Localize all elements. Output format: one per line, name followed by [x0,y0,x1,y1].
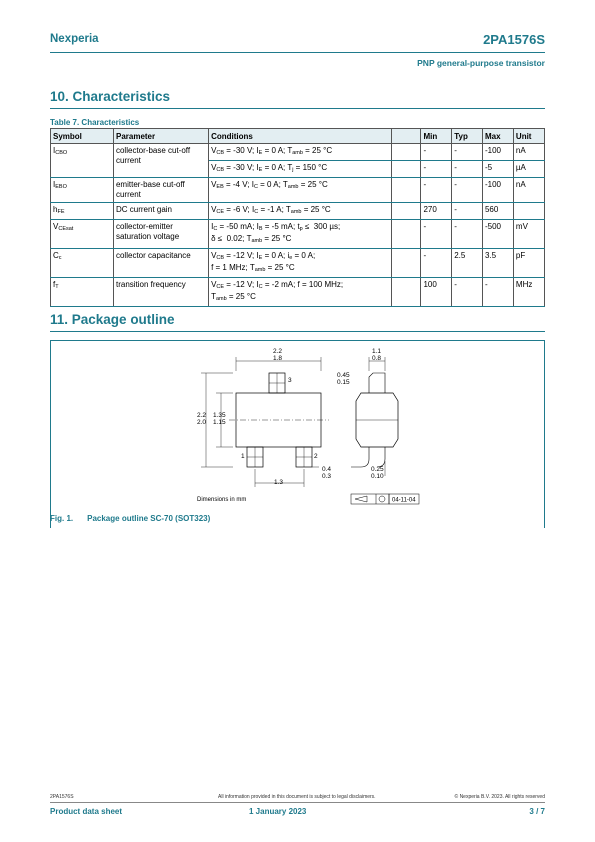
dim-label: 1.1 [372,348,381,355]
dim-label: 0.3 [322,473,331,480]
dim-label: 0.45 [337,372,350,379]
dim-label: 0.25 [371,466,384,473]
section-title-package-outline: 11. Package outline [50,312,175,327]
dim-label: 0.10 [371,473,384,480]
footer-copyright: © Nexperia B.V. 2023. All rights reserve… [454,794,546,800]
characteristics-table: Symbol Parameter Conditions Min Typ Max … [50,128,546,307]
footer-date: 1 January 2023 [249,807,307,816]
col-header-conditions: Conditions [208,128,392,144]
section-title-characteristics: 10. Characteristics [50,89,171,104]
dim-label: 2.2 [197,412,206,419]
figure-caption-text: Package outline SC-70 (SOT323) [87,514,211,523]
header-part-number: 2PA1576S [483,32,545,47]
dim-label: 1.35 [213,412,226,419]
figure-caption-label: Fig. 1. [50,514,74,523]
table-header-row: Symbol Parameter Conditions Min Typ Max … [50,128,546,144]
col-header-max: Max [481,128,514,144]
table-row: ICBO collector-base cut-off current VCB … [50,143,546,178]
figure-caption: Fig. 1. Package outline SC-70 (SOT323) [50,514,224,523]
footer-disclaimer: All information provided in this documen… [218,794,376,800]
col-header-typ: Typ [451,128,483,144]
dims-note: Dimensions in mm [197,497,246,503]
col-header-min: Min [420,128,453,144]
col-header-parameter: Parameter [112,128,210,144]
section-rule [50,331,545,332]
col-header-unit: Unit [512,128,546,144]
pin-label-2: 2 [314,453,318,460]
pin-label-3: 3 [288,377,292,384]
package-outline-drawing: 2.2 1.8 1.1 0.8 0.45 0.15 2.2 2.0 1.35 1… [197,348,420,505]
table-caption: Table 7. Characteristics [50,118,140,127]
footer-doc-type: Product data sheet [50,807,123,816]
header-company: Nexperia [50,33,99,45]
date-code: 04-11-04 [392,498,416,504]
footer-page: 3 / 7 [529,807,545,816]
dim-label: 0.15 [337,379,350,386]
dim-label: 0.4 [322,466,331,473]
package-outline-figure: 2.2 1.8 1.1 0.8 0.45 0.15 2.2 2.0 1.35 1… [50,340,545,528]
header-rule [50,52,545,53]
footer-rule [50,802,545,803]
pin-label-1: 1 [241,453,245,460]
package-body-side-view [355,392,399,448]
dim-label: 1.8 [273,355,282,362]
header-subtitle: PNP general-purpose transistor [417,58,545,68]
footer-doc-id: 2PA1576S [50,794,74,800]
col-header-symbol: Symbol [50,128,114,144]
dim-label: 1.15 [213,419,226,426]
dim-label: 2.2 [273,348,282,355]
col-header-blank [390,128,422,144]
dim-label: 1.3 [274,479,283,486]
dim-label: 2.0 [197,419,206,426]
dim-label: 0.8 [372,355,381,362]
section-rule [50,108,545,109]
